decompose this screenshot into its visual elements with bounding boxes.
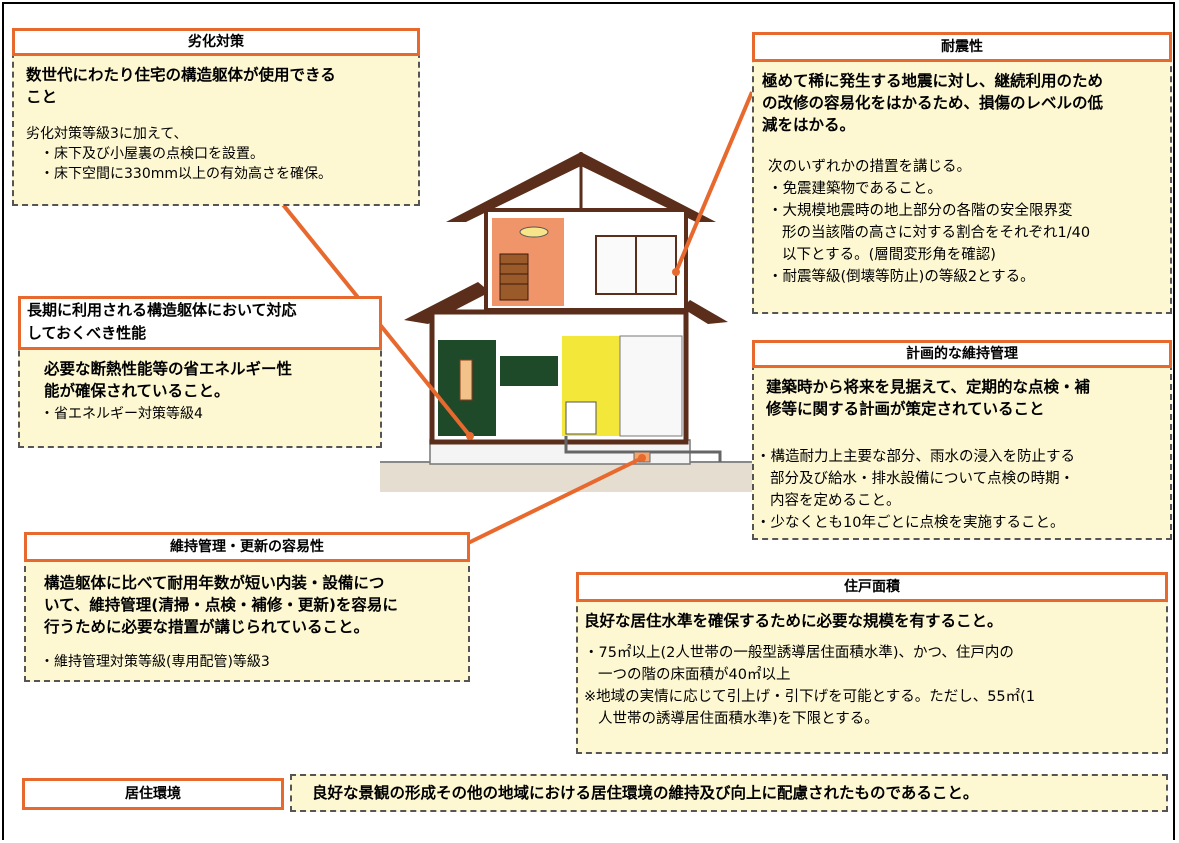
seismic-title: 耐震性 xyxy=(752,32,1172,62)
energy-body: ・省エネルギー対策等級4 xyxy=(40,406,203,422)
living-env-title: 居住環境 xyxy=(22,778,284,810)
seismic-body: 次のいずれかの措置を講じる。 ・免震建築物であること。 ・大規模地震時の地上部分… xyxy=(768,159,1091,285)
floor-area-body: ・75㎡以上(2人世帯の一般型誘導居住面積水準)、かつ、住戸内の 一つの階の床面… xyxy=(584,645,1036,727)
callout-line-seismic xyxy=(674,91,754,273)
lower-roof-right xyxy=(682,300,728,324)
floor-area-title: 住戸面積 xyxy=(576,572,1168,602)
maintenance-ease-lead: 構造躯体に比べて耐用年数が短い内装・設備につ いて、維持管理(清掃・点検・補修・… xyxy=(44,574,398,636)
maintenance-ease-title: 維持管理・更新の容易性 xyxy=(24,532,470,562)
deterioration-lead: 数世代にわたり住宅の構造躯体が使用できる こと xyxy=(26,66,336,106)
dresser xyxy=(499,253,529,301)
maintenance-plan-box xyxy=(752,354,1172,540)
floor-area-lead: 良好な居住水準を確保するために必要な規模を有すること。 xyxy=(584,612,1003,630)
energy-title: 長期に利用される構造躯体において対応 しておくべき性能 xyxy=(18,296,382,350)
energy-lead: 必要な断熱性能等の省エネルギー性 能が確保されていること。 xyxy=(44,360,293,400)
bathroom xyxy=(619,335,683,437)
deterioration-body: 劣化対策等級3に加えて、 ・床下及び小屋裏の点検口を設置。 ・床下空間に330m… xyxy=(26,126,332,182)
maintenance-plan-body: ・構造耐力上主要な部分、雨水の浸入を防止する 部分及び給水・排水設備について点検… xyxy=(756,449,1075,531)
washstand xyxy=(565,401,597,435)
seismic-box xyxy=(752,46,1172,314)
maintenance-plan-lead: 建築時から将来を見据えて、定期的な点検・補 修等に関する計画が策定されていること xyxy=(766,378,1090,418)
living-env-box xyxy=(290,774,1168,812)
maintenance-plan-title: 計画的な維持管理 xyxy=(752,340,1172,368)
floor-area-box xyxy=(576,586,1168,754)
deterioration-box xyxy=(12,42,420,206)
window-panel xyxy=(500,356,558,386)
lower-roof-left xyxy=(404,282,490,324)
deterioration-title: 劣化対策 xyxy=(12,28,420,56)
callout-line-maintenance xyxy=(461,456,643,548)
maintenance-ease-body: ・維持管理対策等級(専用配管)等級3 xyxy=(40,654,270,670)
seismic-lead: 極めて稀に発生する地震に対し、継続利用のため の改修の容易化をはかるため、損傷の… xyxy=(762,72,1104,134)
living-env-text: 良好な景観の形成その他の地域における居住環境の維持及び向上に配慮されたものである… xyxy=(312,784,979,802)
